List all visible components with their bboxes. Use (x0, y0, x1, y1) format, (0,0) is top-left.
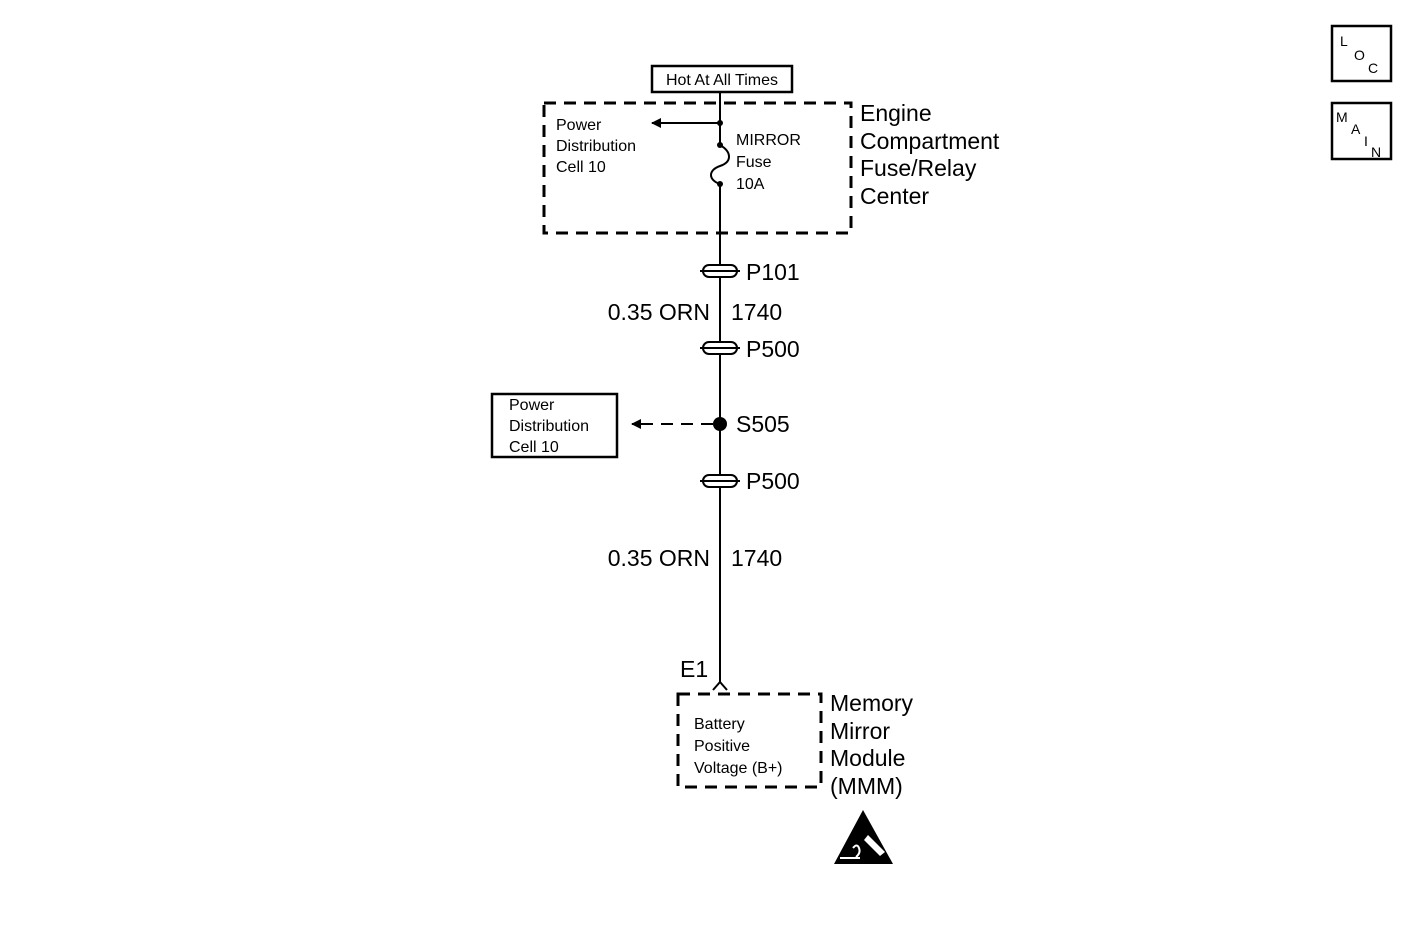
pin-terminal-icon (712, 680, 728, 691)
svg-text:L: L (1340, 33, 1348, 49)
svg-text:I: I (1364, 133, 1368, 149)
module-pin-description: Battery Positive Voltage (B+) (694, 716, 783, 777)
svg-text:C: C (1368, 60, 1378, 76)
connector-p101: P101 (700, 259, 800, 285)
svg-text:A: A (1351, 121, 1361, 137)
svg-text:M: M (1336, 109, 1348, 125)
connector-p101-label: P101 (746, 259, 800, 285)
fuse-relay-center: Engine Compartment Fuse/Relay Center Pow… (542, 100, 1006, 235)
esd-warning-icon (834, 810, 893, 864)
wire-lower-circuit: 1740 (731, 545, 782, 571)
wire-upper-circuit: 1740 (731, 299, 782, 325)
pdc-reference-box (490, 392, 619, 459)
wire-upper-gauge-color: 0.35 ORN (608, 299, 710, 325)
connector-p500-upper: P500 (700, 336, 800, 362)
splice-s505-label: S505 (736, 411, 790, 437)
hot-at-all-times-box: Hot At All Times (650, 64, 794, 94)
hot-at-all-times-label: Hot At All Times (666, 72, 778, 89)
svg-text:N: N (1371, 144, 1381, 160)
fuse-relay-center-name: Engine Compartment Fuse/Relay Center (860, 100, 1006, 209)
loc-button[interactable]: L O C (1330, 24, 1393, 83)
pdc-reference-splice: Power Distribution Cell 10 (509, 397, 593, 456)
module-name: Memory Mirror Module (MMM) (830, 690, 919, 799)
memory-mirror-module: Battery Positive Voltage (B+) Memory Mir… (676, 690, 919, 799)
fuse-icon (710, 144, 730, 185)
splice-s505: S505 Power Distribution Cell 10 (490, 392, 790, 459)
circuit-1740-wire (651, 92, 730, 682)
connector-p500-lower-label: P500 (746, 468, 800, 494)
pdc-reference-top: Power Distribution Cell 10 (556, 117, 640, 176)
main-button[interactable]: M A I N (1330, 101, 1393, 161)
svg-text:O: O (1354, 47, 1365, 63)
connector-p500-upper-label: P500 (746, 336, 800, 362)
connector-p500-lower: P500 (700, 468, 800, 494)
mirror-fuse-label: MIRROR Fuse 10A (736, 132, 805, 193)
wire-lower-gauge-color: 0.35 ORN (608, 545, 710, 571)
module-pin-e1: E1 (680, 656, 708, 682)
